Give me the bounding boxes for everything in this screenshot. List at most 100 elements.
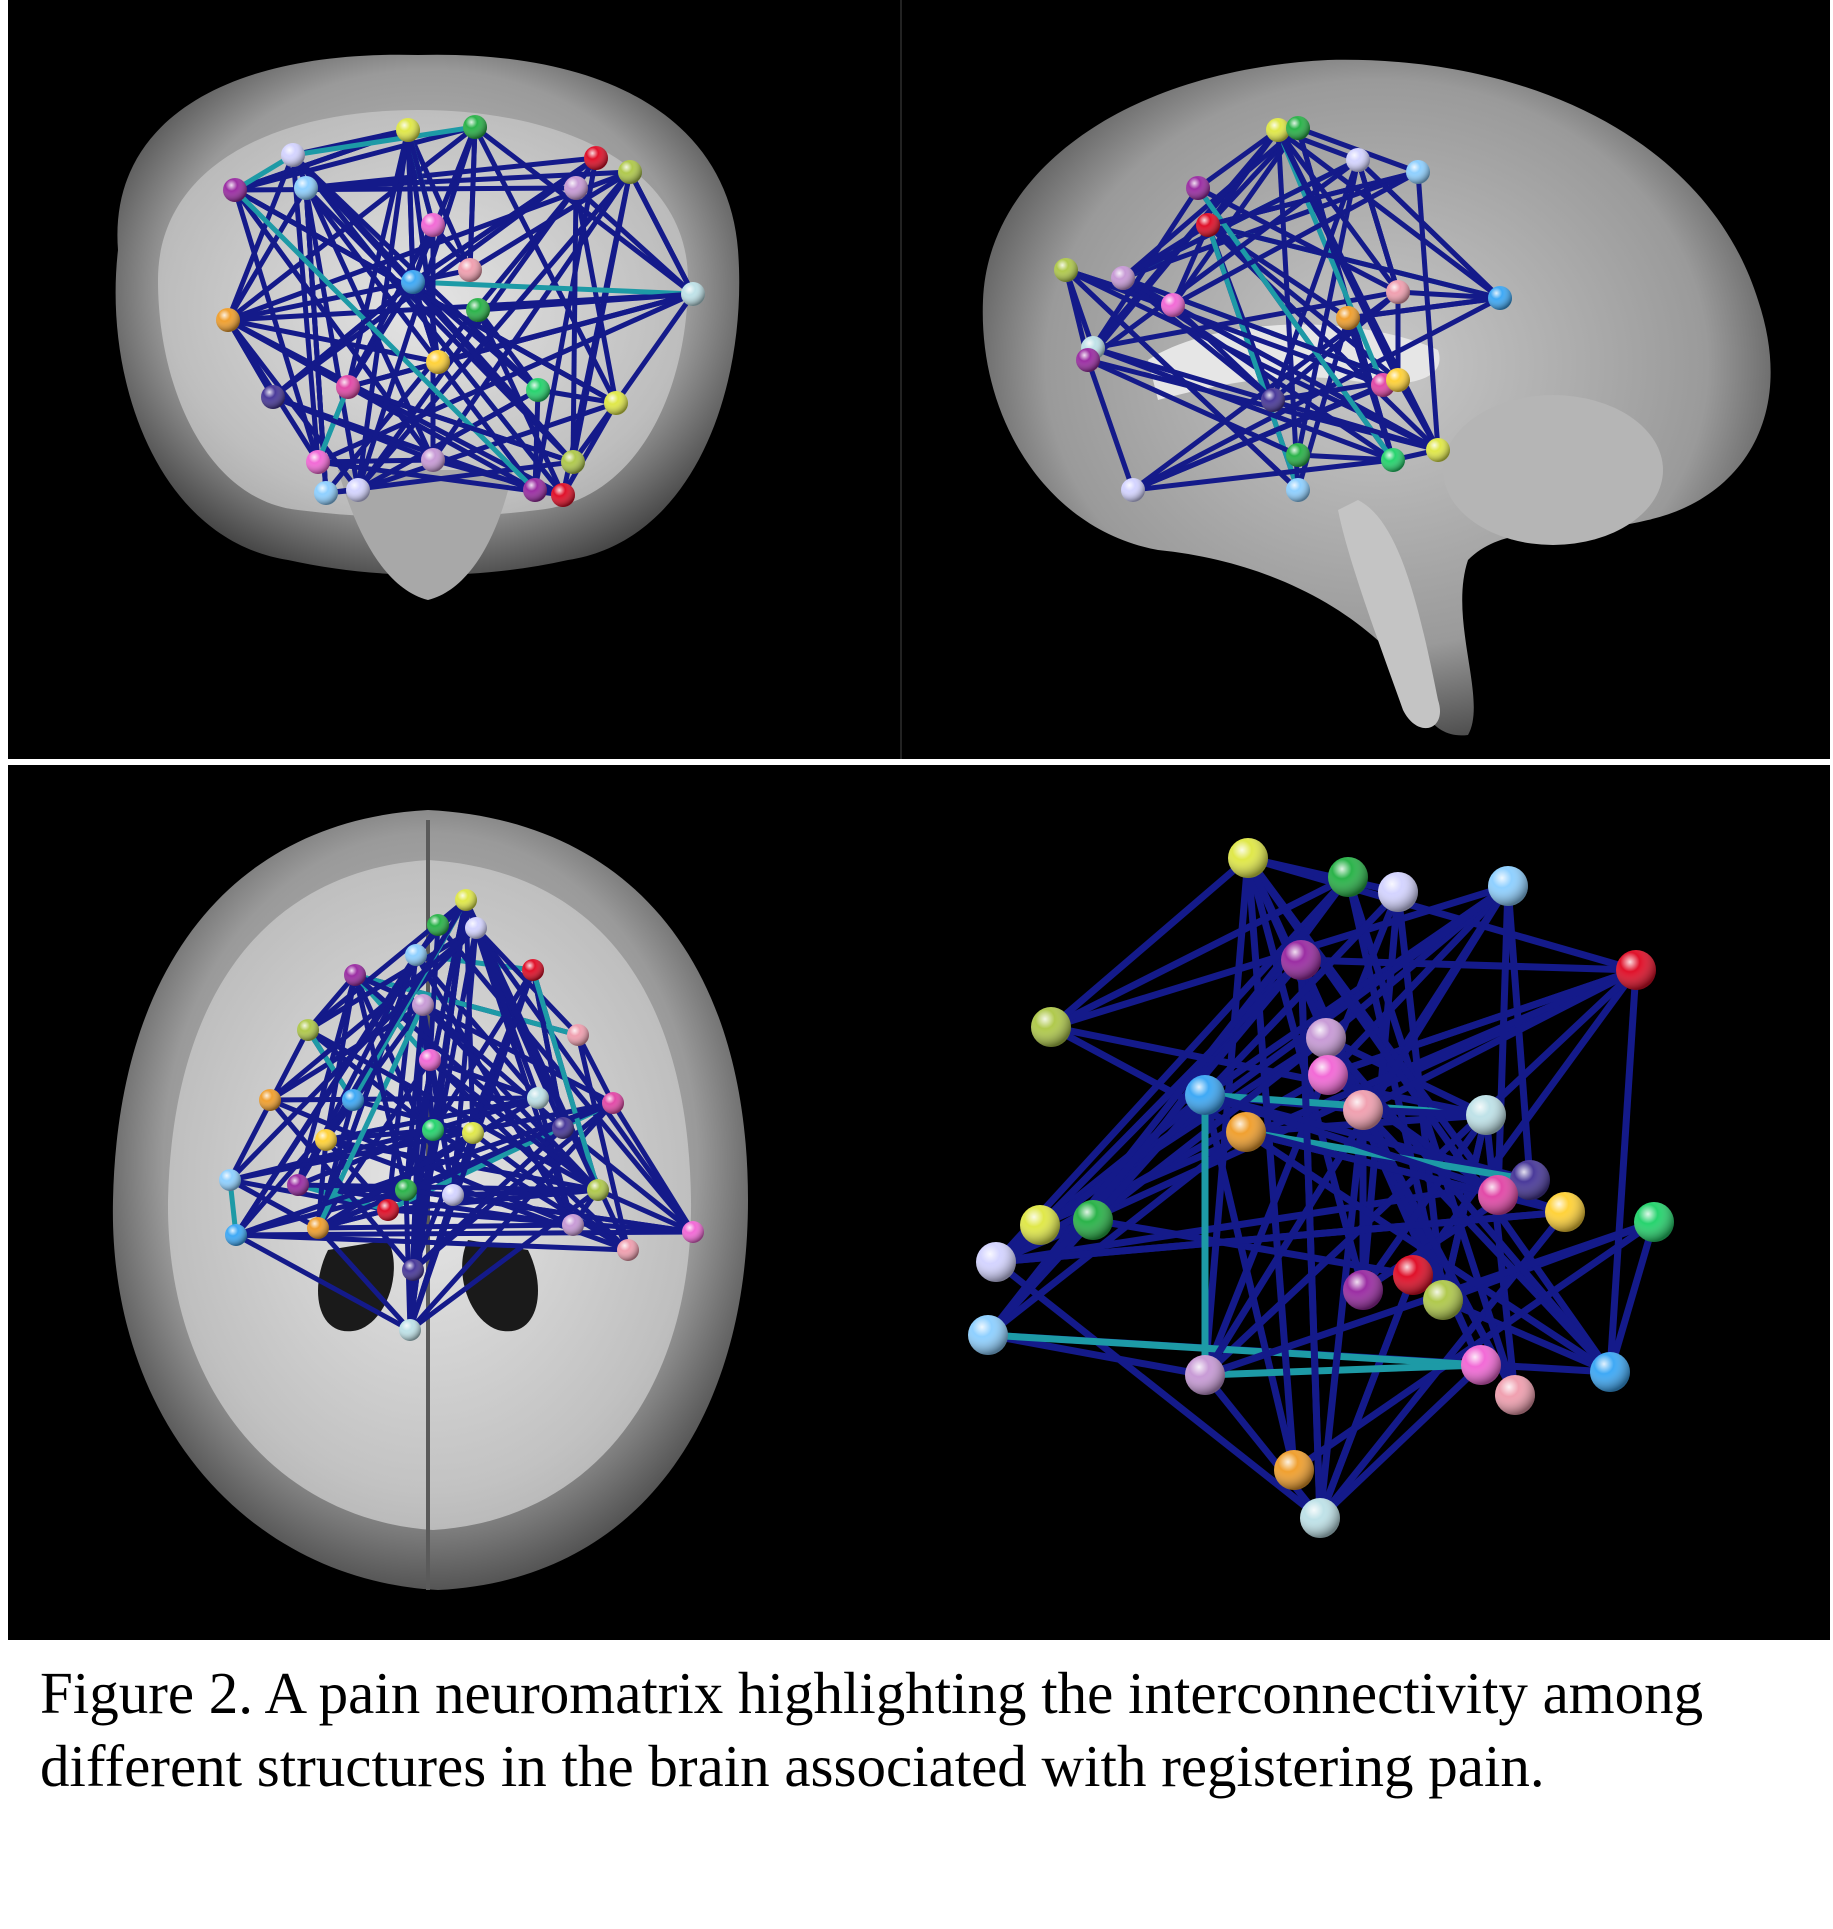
network-node-highlight — [396, 118, 420, 142]
3d-network — [968, 838, 1674, 1538]
network-edge — [235, 188, 576, 190]
network-node-highlight — [617, 1239, 639, 1261]
network-node-highlight — [1346, 148, 1370, 172]
network-node-highlight — [412, 994, 434, 1016]
network-node-highlight — [1381, 448, 1405, 472]
network-edge — [573, 188, 576, 462]
network-node-highlight — [1031, 1007, 1071, 1047]
network-node-highlight — [1121, 478, 1145, 502]
network-node-highlight — [442, 1184, 464, 1206]
network-node-highlight — [1306, 1018, 1346, 1058]
network-node-highlight — [1545, 1192, 1585, 1232]
network-node-highlight — [584, 146, 608, 170]
network-node-highlight — [458, 258, 482, 282]
network-node-highlight — [1308, 1055, 1348, 1095]
network-node-highlight — [281, 143, 305, 167]
network-node-highlight — [567, 1024, 589, 1046]
network-node-highlight — [421, 448, 445, 472]
network-node-highlight — [682, 1221, 704, 1243]
network-node-highlight — [1616, 950, 1656, 990]
network-node-highlight — [465, 917, 487, 939]
network-node-highlight — [314, 481, 338, 505]
network-node-highlight — [1261, 388, 1285, 412]
network-node-highlight — [602, 1092, 624, 1114]
network-node-highlight — [587, 1179, 609, 1201]
3d-network-panel — [968, 838, 1674, 1538]
network-node-highlight — [427, 914, 449, 936]
network-node-highlight — [976, 1242, 1016, 1282]
network-node-highlight — [527, 1087, 549, 1109]
network-node-highlight — [455, 889, 477, 911]
network-edge — [996, 1262, 1320, 1518]
network-node-highlight — [1426, 438, 1450, 462]
network-node-highlight — [1590, 1352, 1630, 1392]
network-edge — [1320, 1365, 1481, 1518]
network-node-highlight — [1336, 306, 1360, 330]
network-node-highlight — [344, 964, 366, 986]
network-node-highlight — [294, 176, 318, 200]
network-node-highlight — [1386, 368, 1410, 392]
network-node-highlight — [307, 1217, 329, 1239]
figure-caption: Figure 2. A pain neuromatrix highlightin… — [40, 1657, 1780, 1803]
network-node-highlight — [1378, 872, 1418, 912]
network-node-highlight — [1488, 866, 1528, 906]
network-edge — [318, 1225, 573, 1228]
network-edge — [1301, 960, 1636, 970]
network-node-highlight — [1423, 1280, 1463, 1320]
network-node-highlight — [419, 1049, 441, 1071]
network-node-highlight — [1196, 213, 1220, 237]
network-node-highlight — [1020, 1205, 1060, 1245]
network-node-highlight — [261, 385, 285, 409]
network-edge — [996, 877, 1348, 1262]
network-node-highlight — [405, 944, 427, 966]
network-node-highlight — [522, 959, 544, 981]
network-node-highlight — [1186, 176, 1210, 200]
network-node-highlight — [1478, 1175, 1518, 1215]
network-node-highlight — [259, 1089, 281, 1111]
network-node-highlight — [306, 450, 330, 474]
network-edge — [1205, 1375, 1320, 1518]
network-node-highlight — [618, 160, 642, 184]
network-node-highlight — [336, 375, 360, 399]
network-node-highlight — [1343, 1270, 1383, 1310]
network-node-highlight — [1281, 940, 1321, 980]
network-node-highlight — [223, 178, 247, 202]
sagittal-cerebellum — [1443, 395, 1663, 545]
network-node-highlight — [1185, 1355, 1225, 1395]
network-node-highlight — [346, 478, 370, 502]
network-edge — [1610, 970, 1636, 1372]
network-node-highlight — [561, 450, 585, 474]
network-node-highlight — [562, 1214, 584, 1236]
network-node-highlight — [968, 1315, 1008, 1355]
network-node-highlight — [1226, 1112, 1266, 1152]
network-node-highlight — [1286, 116, 1310, 140]
network-node-highlight — [1328, 857, 1368, 897]
coronal-brain-panel — [116, 55, 740, 600]
network-node-highlight — [216, 308, 240, 332]
network-node-highlight — [1386, 280, 1410, 304]
network-node-highlight — [426, 350, 450, 374]
network-node-highlight — [1161, 293, 1185, 317]
network-node-highlight — [1495, 1375, 1535, 1415]
network-node-highlight — [681, 282, 705, 306]
network-node-highlight — [551, 483, 575, 507]
network-node-highlight — [552, 1117, 574, 1139]
network-node-highlight — [225, 1224, 247, 1246]
network-node-highlight — [1461, 1345, 1501, 1385]
network-node-highlight — [1228, 838, 1268, 878]
network-node-highlight — [463, 115, 487, 139]
network-node-highlight — [1274, 1450, 1314, 1490]
network-node-highlight — [1076, 348, 1100, 372]
network-node-highlight — [1406, 160, 1430, 184]
network-node-highlight — [1073, 1200, 1113, 1240]
network-node-highlight — [421, 213, 445, 237]
network-node-highlight — [1185, 1075, 1225, 1115]
network-node-highlight — [342, 1089, 364, 1111]
network-node-highlight — [395, 1179, 417, 1201]
network-node-highlight — [466, 298, 490, 322]
network-node-highlight — [1488, 286, 1512, 310]
network-node-highlight — [401, 270, 425, 294]
network-node-highlight — [564, 176, 588, 200]
network-node-highlight — [377, 1199, 399, 1221]
network-node-highlight — [315, 1129, 337, 1151]
